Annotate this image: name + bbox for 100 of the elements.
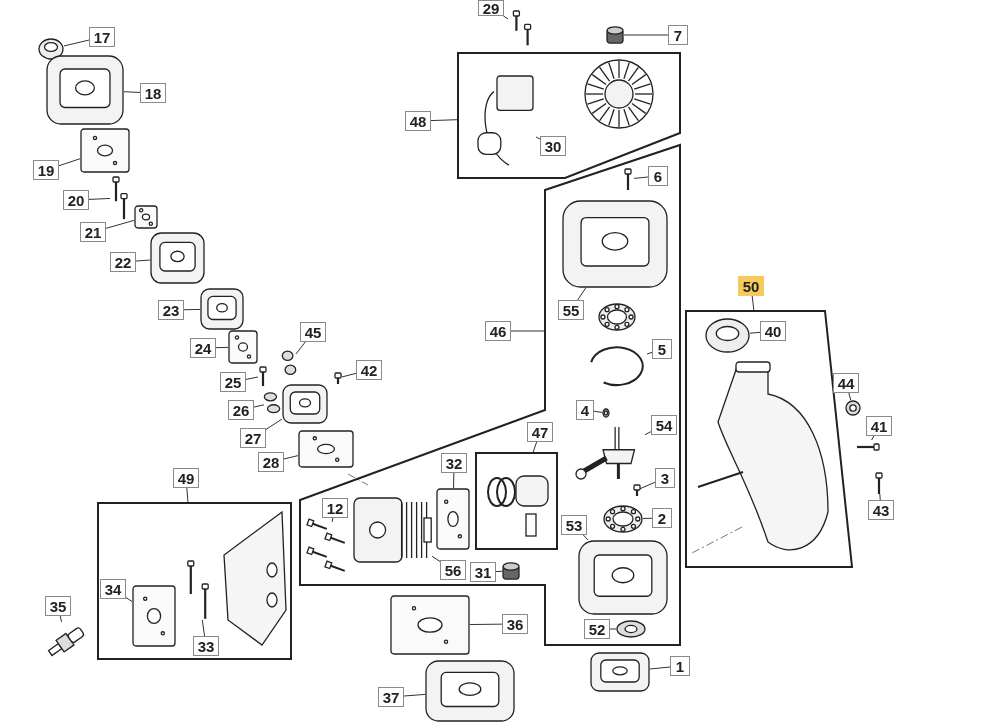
callout-number: 6 bbox=[648, 166, 668, 186]
leader-line bbox=[532, 441, 538, 453]
leader-line bbox=[879, 493, 881, 501]
callout-number: 3 bbox=[655, 468, 675, 488]
leader-line bbox=[644, 431, 652, 436]
bearing-drawing bbox=[603, 505, 643, 533]
bushing-drawing bbox=[502, 562, 520, 580]
leader-line bbox=[245, 376, 259, 380]
callout-number: 47 bbox=[527, 422, 553, 442]
crankcase-drawing bbox=[578, 540, 668, 615]
leader-line bbox=[88, 197, 111, 200]
callout-number: 18 bbox=[140, 83, 166, 103]
callout-number: 45 bbox=[300, 322, 326, 342]
leader-line bbox=[510, 330, 546, 332]
callout-number: 55 bbox=[558, 300, 584, 320]
callout-number: 37 bbox=[378, 687, 404, 707]
callout-number: 17 bbox=[89, 27, 115, 47]
leader-line bbox=[215, 346, 229, 349]
leader-line bbox=[431, 555, 441, 562]
leader-line bbox=[593, 410, 603, 413]
gasket-drawing bbox=[436, 488, 470, 550]
screw-drawing bbox=[872, 472, 886, 494]
callout-number: 7 bbox=[668, 25, 688, 45]
washer-drawing bbox=[845, 400, 861, 416]
callout-number: 30 bbox=[540, 136, 566, 156]
screw-drawing bbox=[110, 176, 130, 220]
filter-drawing bbox=[80, 128, 130, 173]
callout-number: 50 bbox=[738, 276, 764, 296]
leader-line bbox=[105, 219, 135, 229]
seal-drawing bbox=[616, 620, 646, 638]
leader-line bbox=[341, 372, 357, 378]
leader-line bbox=[495, 570, 503, 573]
callout-number: 53 bbox=[561, 515, 587, 535]
pin-drawing bbox=[634, 484, 640, 496]
callout-number: 40 bbox=[760, 321, 786, 341]
leader-line bbox=[186, 487, 189, 503]
callout-number: 33 bbox=[193, 636, 219, 656]
muffler-drawing bbox=[425, 660, 515, 722]
screw-drawing bbox=[622, 168, 634, 190]
callout-number: 48 bbox=[405, 111, 431, 131]
callout-number: 27 bbox=[240, 428, 266, 448]
callout-number: 42 bbox=[356, 360, 382, 380]
carburetor-drawing bbox=[200, 288, 244, 330]
key-drawing bbox=[602, 408, 610, 418]
callout-number: 32 bbox=[441, 453, 467, 473]
callout-number: 36 bbox=[502, 614, 528, 634]
leader-line bbox=[623, 34, 669, 36]
callout-number: 54 bbox=[651, 415, 677, 435]
group-frame bbox=[97, 502, 292, 660]
leader-line bbox=[749, 331, 761, 334]
leader-line bbox=[535, 136, 541, 140]
clutch-drawing bbox=[590, 652, 650, 692]
leader-line bbox=[639, 481, 656, 490]
callout-number: 24 bbox=[190, 338, 216, 358]
group-frame bbox=[475, 452, 558, 550]
leader-line bbox=[582, 534, 589, 541]
callout-number: 29 bbox=[478, 0, 504, 16]
callout-number: 43 bbox=[868, 500, 894, 520]
washer-drawing bbox=[264, 392, 280, 414]
leader-line bbox=[283, 455, 299, 460]
callout-number: 46 bbox=[485, 321, 511, 341]
leader-line bbox=[848, 392, 852, 401]
callout-number: 5 bbox=[652, 339, 672, 359]
flange-drawing bbox=[134, 205, 158, 229]
callout-number: 31 bbox=[470, 562, 496, 582]
callout-number: 20 bbox=[63, 190, 89, 210]
gasket-drawing bbox=[298, 430, 354, 468]
gasket-drawing bbox=[132, 585, 176, 647]
leader-line bbox=[577, 287, 587, 301]
leader-line bbox=[135, 259, 151, 262]
intake-manifold-drawing bbox=[282, 384, 328, 424]
leader-line bbox=[331, 517, 334, 523]
callout-number: 23 bbox=[158, 300, 184, 320]
leader-line bbox=[453, 472, 455, 489]
housing-drawing bbox=[562, 200, 668, 288]
leader-line bbox=[642, 517, 653, 519]
leader-line bbox=[59, 615, 63, 623]
leader-line bbox=[502, 15, 509, 20]
leader-line bbox=[871, 435, 875, 441]
callout-number: 49 bbox=[173, 468, 199, 488]
leader-line bbox=[646, 351, 653, 355]
pin-drawing bbox=[334, 372, 342, 384]
callout-number: 28 bbox=[258, 452, 284, 472]
callout-number: 52 bbox=[584, 619, 610, 639]
cover-drawing bbox=[46, 55, 124, 125]
leader-line bbox=[265, 418, 283, 430]
cap-drawing bbox=[705, 318, 750, 353]
callout-number: 21 bbox=[80, 222, 106, 242]
leader-line bbox=[183, 308, 201, 311]
screw-drawing bbox=[856, 440, 880, 454]
callout-number: 35 bbox=[45, 596, 71, 616]
nut-drawing bbox=[606, 26, 624, 44]
callout-number: 12 bbox=[322, 498, 348, 518]
callout-number: 26 bbox=[228, 400, 254, 420]
leader-line bbox=[295, 341, 306, 355]
gasket-drawing bbox=[228, 330, 258, 364]
callout-number: 56 bbox=[440, 560, 466, 580]
washer-drawing bbox=[282, 350, 296, 376]
leader-line bbox=[633, 176, 649, 179]
leader-line bbox=[58, 158, 81, 167]
